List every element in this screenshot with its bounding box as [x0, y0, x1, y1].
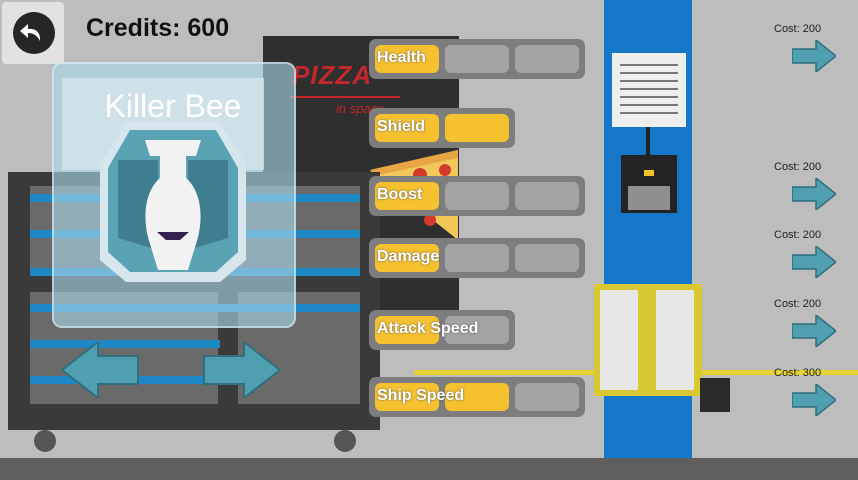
pizza-sign-word: PIZZA: [292, 60, 373, 90]
buy-upgrade-button[interactable]: [792, 178, 836, 210]
rack-wheel: [34, 430, 56, 452]
paper-line: [620, 104, 678, 106]
stat-row-shield: Shield: [369, 108, 515, 148]
upgrade-cost: Cost: 200: [774, 298, 822, 310]
ship-name: Killer Bee: [104, 88, 242, 124]
stat-segment: [515, 45, 579, 73]
buy-upgrade-button[interactable]: [792, 246, 836, 278]
stat-segment: [445, 316, 509, 344]
stat-segment: [445, 244, 509, 272]
paper-line: [620, 96, 678, 98]
stat-segment: [375, 316, 439, 344]
next-ship-button[interactable]: [200, 342, 280, 398]
rack-wheel: [334, 430, 356, 452]
stat-label: Boost: [377, 186, 423, 203]
paper-line: [620, 112, 678, 114]
machine-slot: [628, 186, 670, 210]
stat-segment: [375, 45, 439, 73]
stat-segment: [375, 182, 439, 210]
upgrade-cost: Cost: 200: [774, 23, 822, 35]
stat-label: Shield: [377, 118, 426, 135]
stat-label: Attack Speed: [377, 320, 479, 337]
door-right: [656, 290, 694, 390]
dark-block: [700, 378, 730, 412]
stat-row-damage: Damage: [369, 238, 585, 278]
stat-label: Health: [377, 49, 426, 66]
credits-counter: Credits: 600: [86, 14, 230, 42]
stat-row-health: Health: [369, 39, 585, 79]
upgrade-cost: Cost: 300: [774, 367, 822, 379]
upgrade-cost: Cost: 200: [774, 161, 822, 173]
undo-arrow-icon: [13, 12, 55, 54]
stat-segment: [445, 182, 509, 210]
stat-segment: [375, 383, 439, 411]
stat-segment: [445, 383, 509, 411]
floor: [0, 458, 858, 480]
buy-upgrade-button[interactable]: [792, 384, 836, 416]
buy-upgrade-button[interactable]: [792, 315, 836, 347]
machine-cable: [646, 127, 650, 155]
stat-segment: [515, 383, 579, 411]
stat-segment: [375, 114, 439, 142]
prev-ship-button[interactable]: [62, 342, 142, 398]
stat-label: Damage: [377, 248, 440, 265]
paper-line: [620, 72, 678, 74]
paper-line: [620, 88, 678, 90]
machine-light: [644, 170, 654, 176]
back-button[interactable]: [2, 2, 64, 64]
buy-upgrade-button[interactable]: [792, 40, 836, 72]
stat-row-boost: Boost: [369, 176, 585, 216]
stat-label: Ship Speed: [377, 387, 465, 404]
stat-segment: [515, 182, 579, 210]
bee-emblem-icon: [100, 122, 246, 282]
stat-segment: [375, 244, 439, 272]
paper-line: [620, 80, 678, 82]
upgrade-cost: Cost: 200: [774, 229, 822, 241]
stat-segment: [445, 114, 509, 142]
rack-stripe: [30, 340, 220, 348]
door-left: [600, 290, 638, 390]
stat-row-ship-speed: Ship Speed: [369, 377, 585, 417]
stat-segment: [515, 244, 579, 272]
pizza-sign-underline: [290, 96, 400, 98]
paper-line: [620, 64, 678, 66]
stat-segment: [445, 45, 509, 73]
stat-row-attack-speed: Attack Speed: [369, 310, 515, 350]
